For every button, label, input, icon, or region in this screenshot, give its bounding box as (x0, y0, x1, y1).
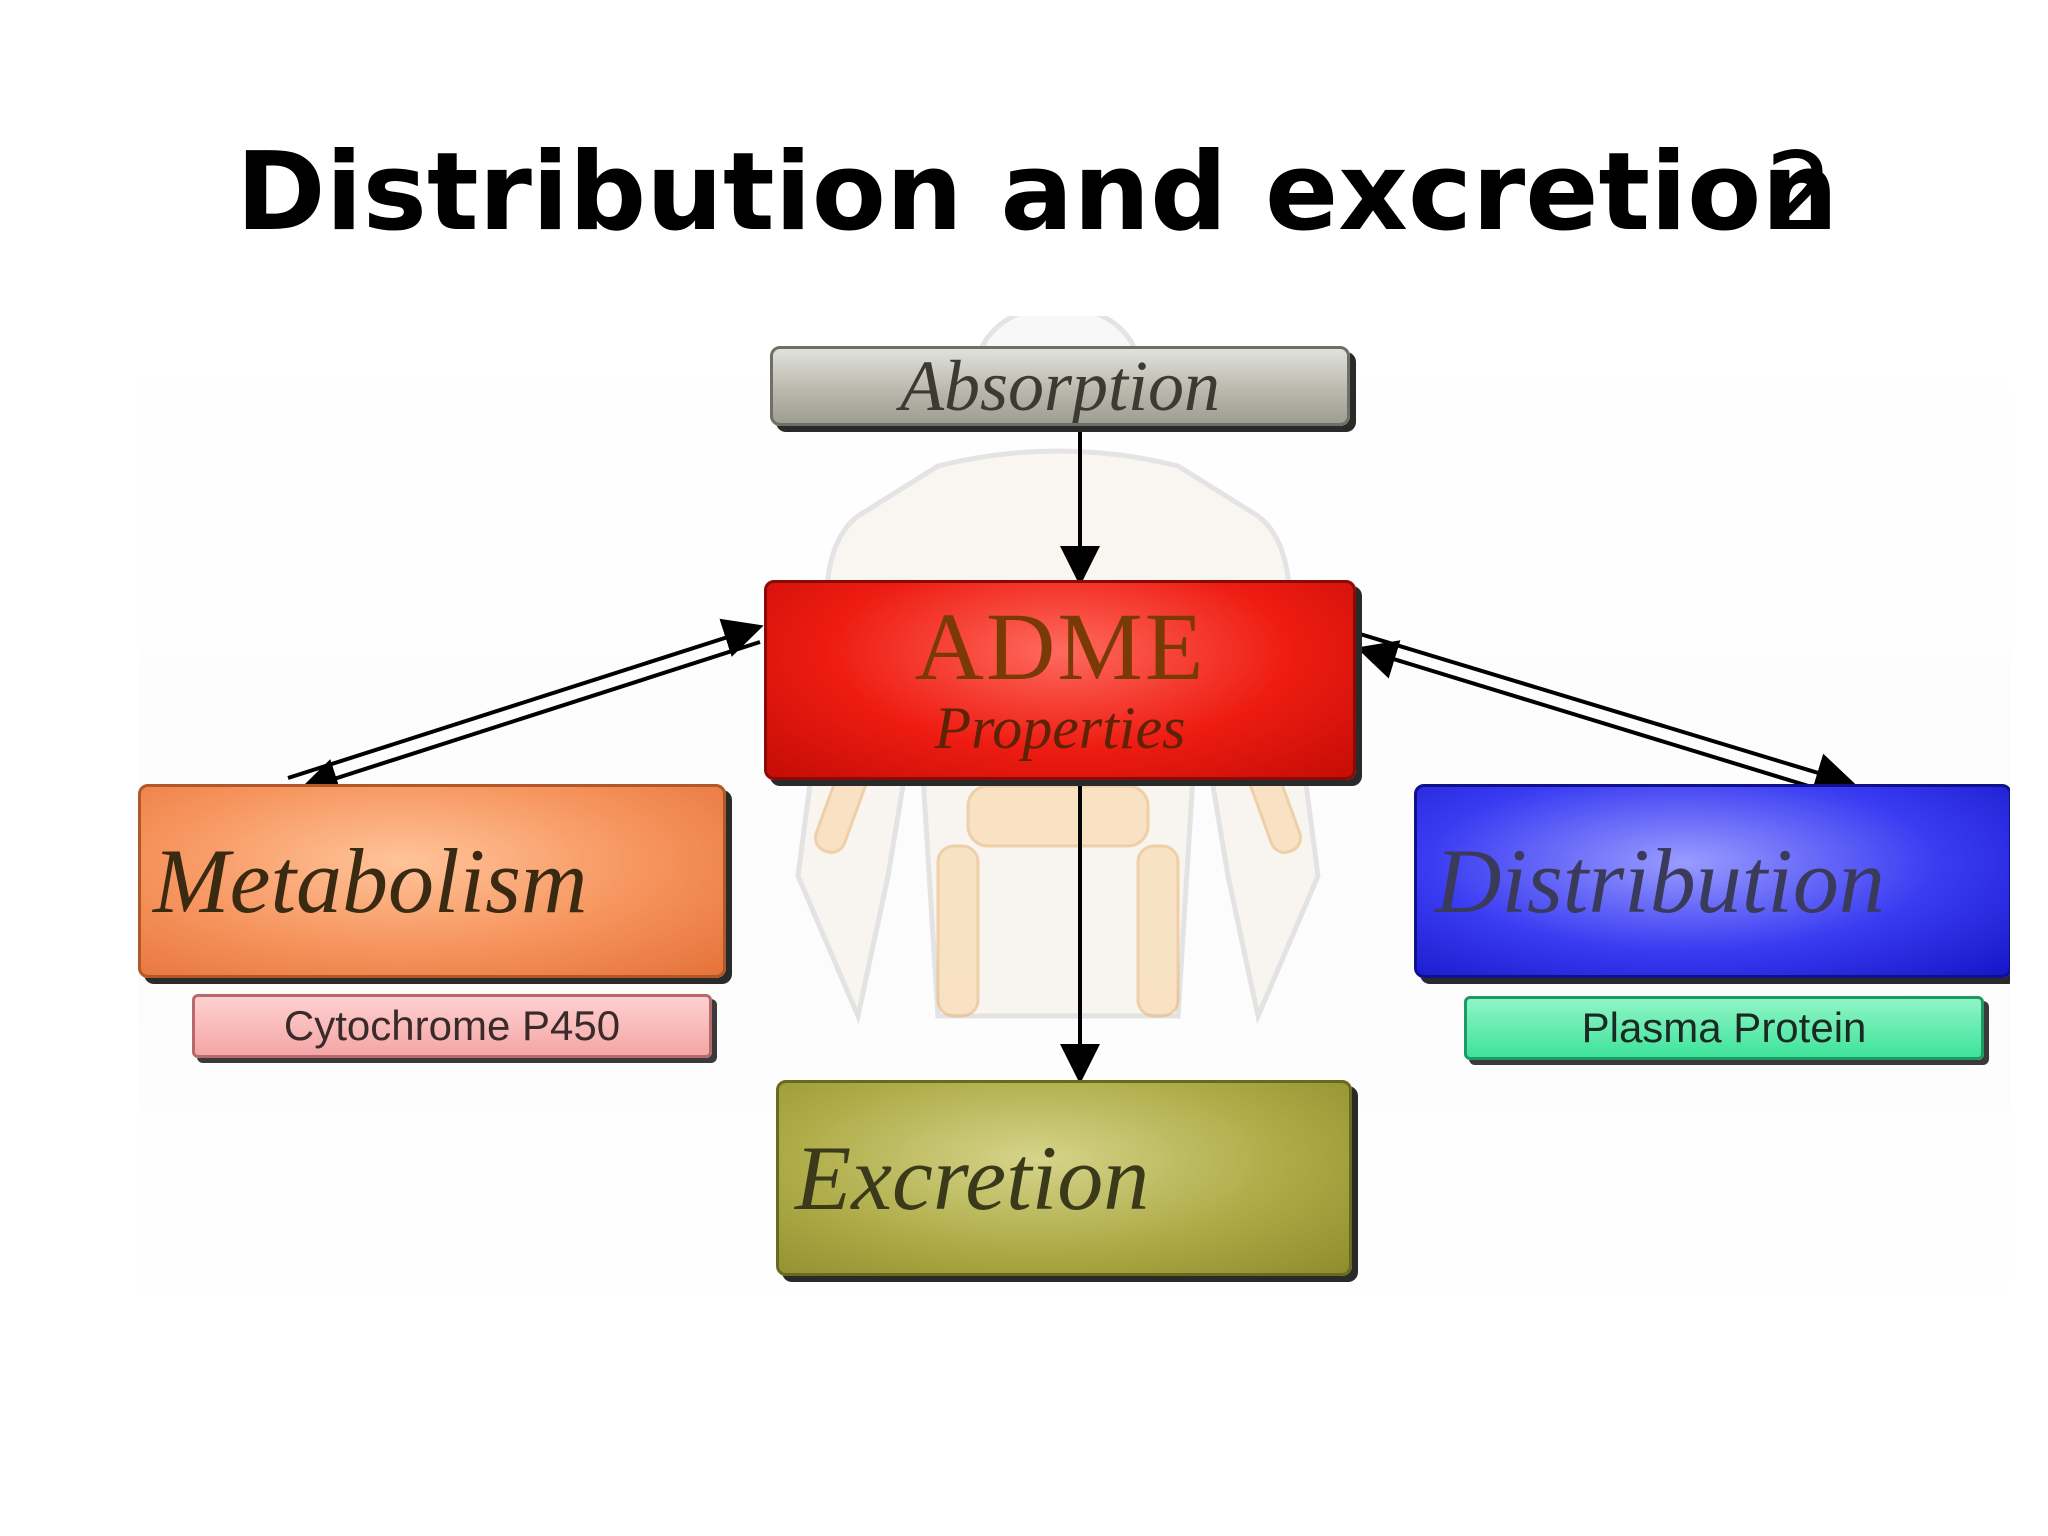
arrow-adme-to-metabolism (298, 640, 761, 798)
adme-properties-box: ADME Properties (764, 580, 1356, 780)
absorption-box: Absorption (770, 346, 1350, 426)
properties-label: Properties (934, 695, 1186, 761)
adme-label: ADME (914, 593, 1206, 700)
distribution-label: Distribution (1435, 830, 1885, 932)
adme-diagram: Absorption ADME Properties Metabolism Cy… (138, 316, 2010, 1336)
cytochrome-p450-label: Cytochrome P450 (283, 1002, 621, 1049)
plasma-protein-label: Plasma Protein (1581, 1004, 1867, 1051)
plasma-protein-box: Plasma Protein (1464, 996, 1984, 1060)
arrow-adme-to-distribution (1359, 632, 1856, 792)
slide-number: 2 (1765, 130, 1834, 255)
cytochrome-p450-box: Cytochrome P450 (192, 994, 712, 1058)
slide-title: Distribution and excretion (236, 130, 1839, 255)
absorption-label: Absorption (899, 346, 1221, 426)
excretion-label: Excretion (795, 1127, 1150, 1229)
arrows (287, 428, 1856, 1084)
metabolism-box: Metabolism (138, 784, 726, 978)
distribution-box: Distribution (1414, 784, 2010, 978)
metabolism-label: Metabolism (153, 830, 588, 932)
arrow-metabolism-to-adme (287, 618, 764, 780)
arrow-distribution-to-adme (1356, 640, 1829, 794)
excretion-box: Excretion (776, 1080, 1352, 1276)
